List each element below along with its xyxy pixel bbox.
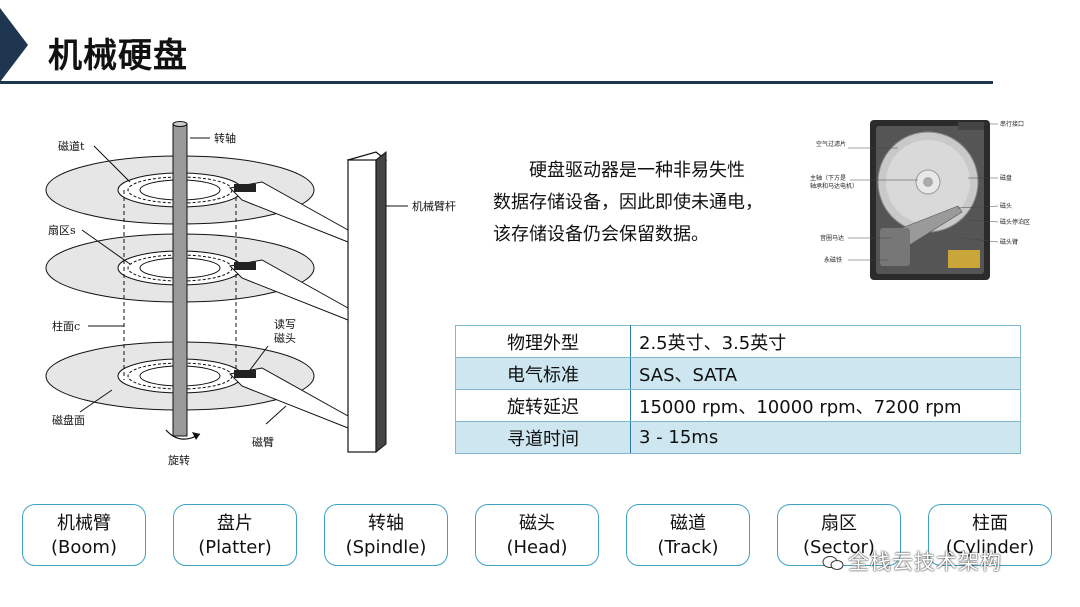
term-boom: 机械臂 (Boom) bbox=[22, 504, 146, 566]
term-zh: 盘片 bbox=[217, 513, 253, 534]
term-zh: 磁头 bbox=[519, 513, 555, 534]
term-cylinder: 柱面 (Cylinder) bbox=[928, 504, 1052, 566]
term-spindle: 转轴 (Spindle) bbox=[324, 504, 448, 566]
term-en: (Spindle) bbox=[345, 537, 427, 558]
label-spindle: 转轴 bbox=[214, 131, 236, 145]
term-en: (Platter) bbox=[198, 537, 272, 558]
label-arm-rod: 机械臂杆 bbox=[412, 199, 456, 213]
svg-text:磁盘: 磁盘 bbox=[1000, 174, 1012, 182]
spec-key: 寻道时间 bbox=[455, 421, 631, 454]
table-row: 物理外型 2.5英寸、3.5英寸 bbox=[455, 325, 1021, 358]
svg-text:主轴（下方是: 主轴（下方是 bbox=[810, 174, 846, 182]
watermark: 全栈云技术架构 bbox=[822, 546, 1002, 576]
spec-value: 15000 rpm、10000 rpm、7200 rpm bbox=[630, 389, 1021, 422]
table-row: 电气标准 SAS、SATA bbox=[455, 357, 1021, 390]
term-head: 磁头 (Head) bbox=[475, 504, 599, 566]
svg-text:永磁铁: 永磁铁 bbox=[824, 256, 842, 264]
watermark-text: 全栈云技术架构 bbox=[848, 550, 1002, 574]
hdd-photo: 空气过滤片 主轴（下方是 轴承和马达电机） 音圈马达 永磁铁 串行接口 磁盘 磁… bbox=[810, 120, 1030, 280]
svg-text:磁头: 磁头 bbox=[1000, 202, 1012, 210]
svg-text:轴承和马达电机）: 轴承和马达电机） bbox=[810, 182, 858, 190]
term-en: (Boom) bbox=[51, 537, 117, 558]
term-zh: 磁道 bbox=[670, 513, 706, 534]
label-rw-head-1: 读写 bbox=[274, 317, 296, 331]
table-row: 寻道时间 3 - 15ms bbox=[455, 421, 1021, 454]
slide-title: 机械硬盘 bbox=[48, 36, 188, 76]
spec-value: SAS、SATA bbox=[630, 357, 1021, 390]
spec-value: 2.5英寸、3.5英寸 bbox=[630, 325, 1021, 358]
intro-line-1: 硬盘驱动器是一种非易失性 bbox=[529, 160, 745, 181]
term-en: (Cylinder) bbox=[945, 537, 1035, 558]
svg-text:磁头停泊区: 磁头停泊区 bbox=[1000, 218, 1030, 226]
title-underline bbox=[0, 81, 993, 84]
svg-text:磁头臂: 磁头臂 bbox=[1000, 238, 1018, 246]
title-marker bbox=[0, 8, 28, 82]
table-row: 旋转延迟 15000 rpm、10000 rpm、7200 rpm bbox=[455, 389, 1021, 422]
intro-line-3: 该存储设备仍会保留数据。 bbox=[493, 224, 709, 245]
spec-key: 旋转延迟 bbox=[455, 389, 631, 422]
term-en: (Track) bbox=[657, 537, 719, 558]
label-platter-surface: 磁盘面 bbox=[52, 413, 85, 427]
disk-structure-diagram: 磁道t 转轴 机械臂杆 扇区s 柱面c 读写 磁头 磁盘面 旋转 磁臂 bbox=[45, 121, 456, 467]
label-cylinder: 柱面c bbox=[52, 319, 80, 333]
term-zh: 扇区 bbox=[821, 513, 857, 534]
svg-text:空气过滤片: 空气过滤片 bbox=[816, 140, 846, 148]
term-en: (Head) bbox=[506, 537, 568, 558]
term-sector: 扇区 (Sector) bbox=[777, 504, 901, 566]
intro-text: 硬盘驱动器是一种非易失性 数据存储设备，因此即使未通电， 该存储设备仍会保留数据… bbox=[493, 155, 793, 251]
svg-text:音圈马达: 音圈马达 bbox=[820, 234, 844, 242]
spec-value: 3 - 15ms bbox=[630, 421, 1021, 454]
label-sector: 扇区s bbox=[48, 223, 76, 237]
label-arm: 磁臂 bbox=[252, 436, 274, 449]
svg-text:串行接口: 串行接口 bbox=[1000, 120, 1024, 128]
term-en: (Sector) bbox=[803, 537, 875, 558]
specs-table: 物理外型 2.5英寸、3.5英寸 电气标准 SAS、SATA 旋转延迟 1500… bbox=[455, 325, 1021, 454]
spec-key: 电气标准 bbox=[455, 357, 631, 390]
term-zh: 转轴 bbox=[368, 513, 404, 534]
term-platter: 盘片 (Platter) bbox=[173, 504, 297, 566]
label-track: 磁道t bbox=[58, 139, 85, 153]
spec-key: 物理外型 bbox=[455, 325, 631, 358]
intro-line-2: 数据存储设备，因此即使未通电， bbox=[493, 192, 763, 213]
label-rw-head-2: 磁头 bbox=[274, 332, 296, 345]
term-track: 磁道 (Track) bbox=[626, 504, 750, 566]
term-zh: 机械臂 bbox=[57, 513, 111, 534]
label-rotation: 旋转 bbox=[168, 453, 190, 467]
wechat-icon bbox=[822, 556, 844, 570]
term-zh: 柱面 bbox=[972, 513, 1008, 534]
